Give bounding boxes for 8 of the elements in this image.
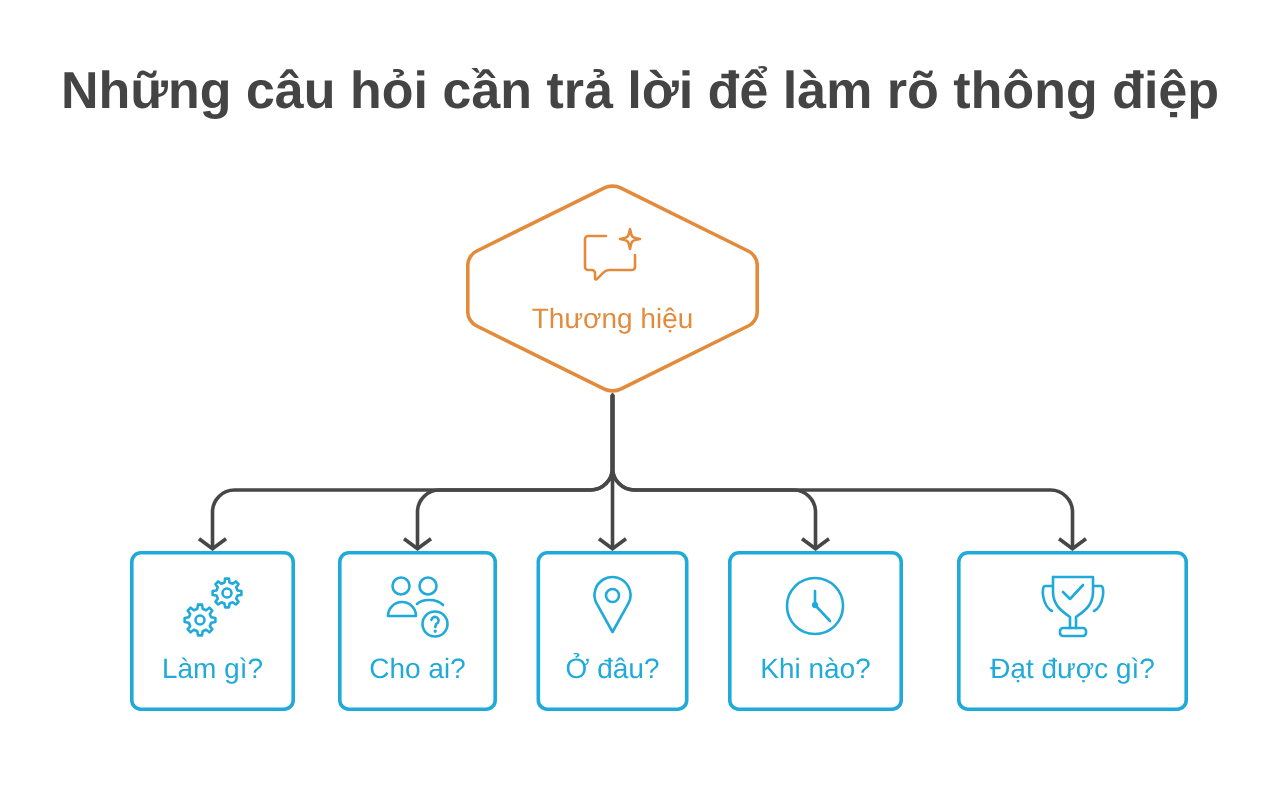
question-box: Cho ai? <box>338 551 497 711</box>
question-box: Đạt được gì? <box>957 551 1188 711</box>
hexagon-node: Thương hiệu <box>466 184 759 393</box>
question-box: Ở đâu? <box>536 551 689 711</box>
arrow <box>610 393 1088 551</box>
title: Những câu hỏi cần trả lời để làm rõ thông điệp <box>64 66 1217 119</box>
question-box: Khi nào? <box>728 551 903 711</box>
question-box: Làm gì? <box>130 551 295 711</box>
